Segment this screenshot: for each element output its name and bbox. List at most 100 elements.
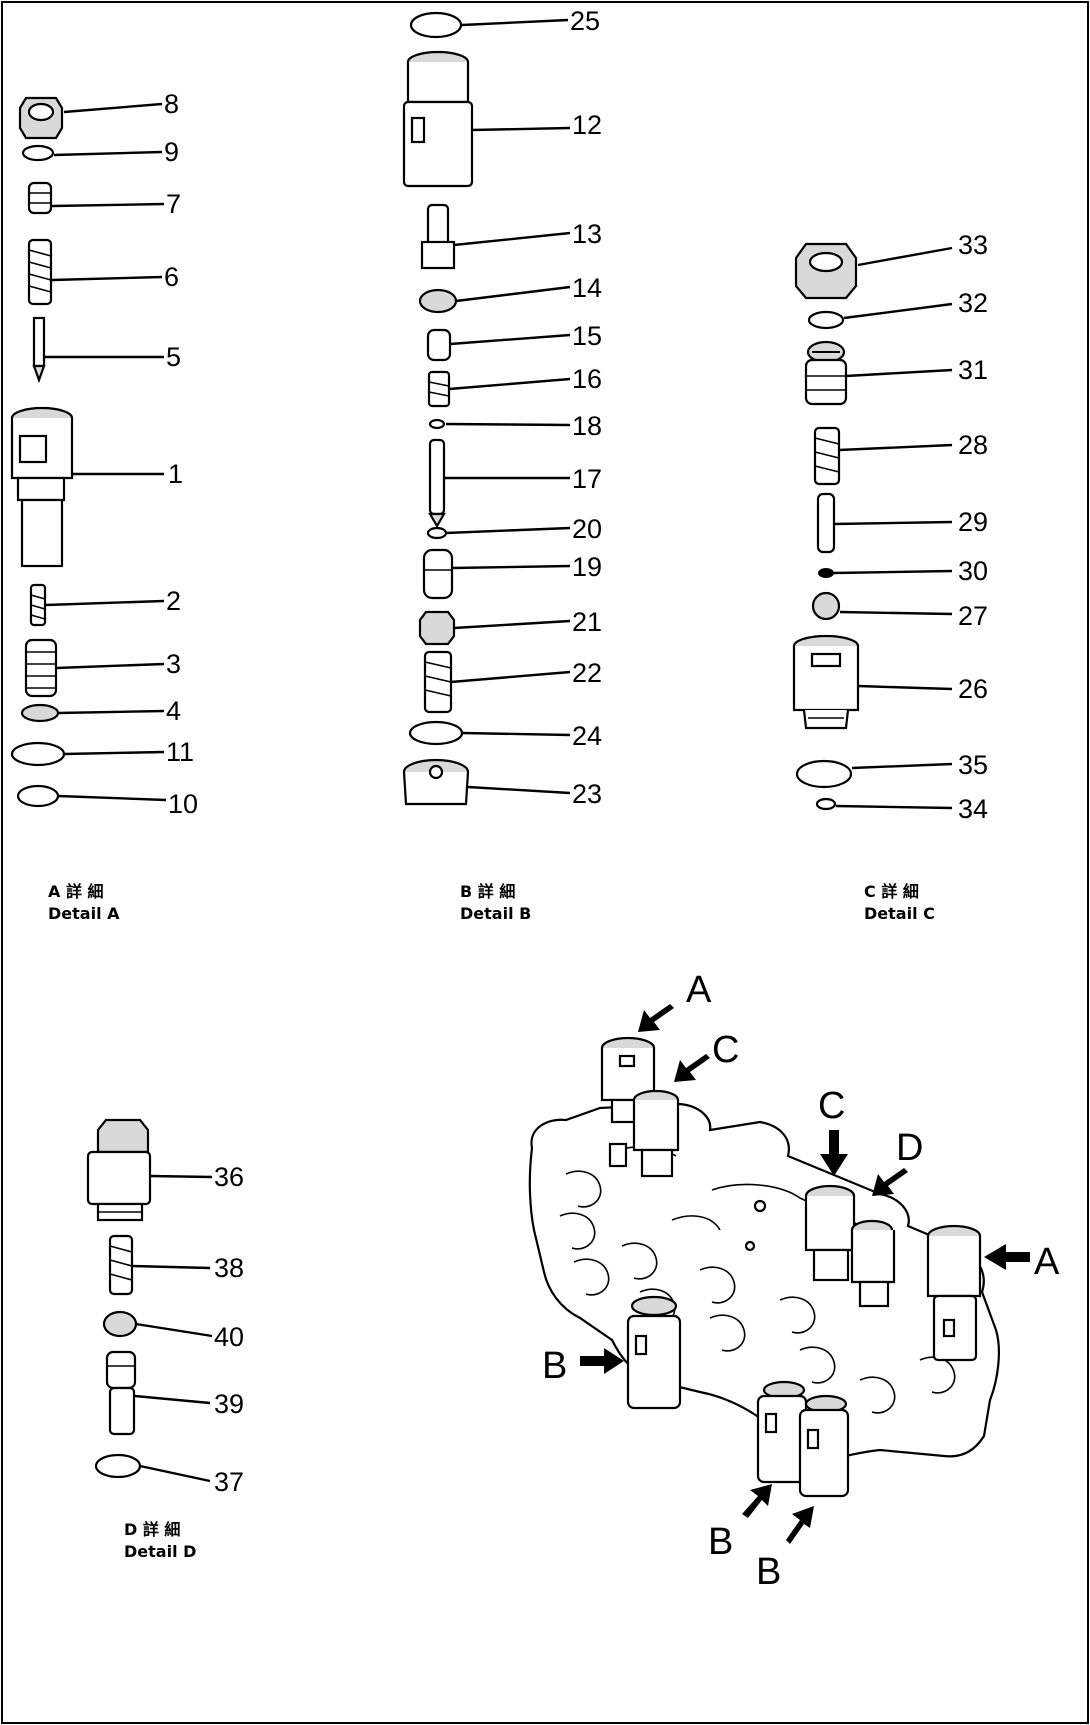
- marker-b-left: B: [542, 1345, 567, 1387]
- detail-c-caption-jp: C 詳 細: [864, 882, 919, 901]
- callout-37: 37: [214, 1467, 244, 1497]
- detail-c-caption: Detail C: [864, 904, 935, 923]
- callout-7: 7: [166, 189, 181, 219]
- callout-5: 5: [166, 342, 181, 372]
- arrow-b-left-icon: [580, 1348, 624, 1374]
- part-11-oring-icon: [10, 741, 66, 767]
- part-19-seat-icon: [422, 548, 454, 600]
- part-18-ring-icon: [428, 418, 446, 430]
- part-3-spool-icon: [24, 638, 58, 698]
- callout-16: 16: [572, 364, 602, 394]
- part-5-poppet-icon: [32, 316, 46, 384]
- part-7-plug-icon: [27, 181, 53, 215]
- marker-a-top: A: [686, 969, 712, 1011]
- part-8-nut-icon: [18, 96, 64, 140]
- arrow-b-bottom-1-icon: [742, 1484, 772, 1518]
- detail-a-caption: Detail A: [48, 904, 120, 923]
- valve-b-bottom-2-icon: [798, 1394, 850, 1498]
- part-27-seat-icon: [811, 591, 841, 621]
- callout-24: 24: [572, 721, 602, 751]
- callout-28: 28: [958, 430, 988, 460]
- arrow-d-mid-icon: [872, 1168, 908, 1196]
- callout-1: 1: [168, 459, 183, 489]
- part-14-ring-icon: [418, 288, 458, 314]
- callout-29: 29: [958, 507, 988, 537]
- callout-27: 27: [958, 601, 988, 631]
- part-37-oring-icon: [94, 1453, 142, 1479]
- part-32-ring-icon: [807, 310, 845, 330]
- callout-10: 10: [168, 789, 198, 819]
- part-24-oring-icon: [408, 720, 464, 746]
- callout-2: 2: [166, 586, 181, 616]
- arrow-b-bottom-2-icon: [786, 1506, 814, 1544]
- callout-13: 13: [572, 219, 602, 249]
- callout-3: 3: [166, 649, 181, 679]
- callout-9: 9: [164, 137, 179, 167]
- callout-11: 11: [166, 737, 194, 767]
- callout-17: 17: [572, 464, 602, 494]
- part-1-valve-body-icon: [10, 406, 74, 568]
- detail-d-leaders: [131, 1174, 213, 1483]
- arrow-a-top-icon: [638, 1004, 674, 1032]
- marker-d-mid: D: [896, 1127, 923, 1169]
- callout-39: 39: [214, 1389, 244, 1419]
- valve-d-icon: [850, 1219, 896, 1308]
- valve-b-bottom-1-icon: [756, 1380, 808, 1484]
- marker-c-mid: C: [818, 1085, 845, 1127]
- part-12-sleeve-icon: [402, 50, 474, 188]
- part-35-oring-icon: [795, 759, 853, 789]
- callout-26: 26: [958, 674, 988, 704]
- detail-c-leaders: [833, 246, 953, 810]
- part-16-spring-icon: [427, 370, 451, 408]
- part-30-ball-icon: [818, 568, 834, 578]
- callout-25: 25: [570, 6, 600, 36]
- valve-c-mid-icon: [804, 1184, 856, 1282]
- callout-36: 36: [214, 1162, 244, 1192]
- detail-b-leaders: [444, 18, 571, 795]
- marker-b-bottom-2: B: [756, 1551, 781, 1593]
- part-10-oring-icon: [16, 784, 60, 808]
- part-40-ring-icon: [102, 1310, 138, 1338]
- valve-a-right-icon: [926, 1224, 982, 1362]
- callout-21: 21: [572, 607, 602, 637]
- callout-6: 6: [164, 262, 179, 292]
- marker-c-top: C: [712, 1029, 739, 1071]
- detail-a-caption-jp: A 詳 細: [48, 882, 104, 901]
- callout-4: 4: [166, 696, 181, 726]
- casting-contours: [559, 1145, 973, 1414]
- callout-31: 31: [958, 355, 988, 385]
- assembly-arrows: [580, 1004, 1030, 1544]
- detail-d-caption: Detail D: [124, 1542, 196, 1561]
- callout-18: 18: [572, 411, 602, 441]
- part-26-valve-body-icon: [792, 634, 860, 730]
- part-31-plug-icon: [804, 340, 848, 406]
- callout-33: 33: [958, 230, 988, 260]
- part-23-plug-icon: [402, 758, 470, 806]
- part-2-spring-icon: [29, 583, 47, 627]
- part-21-nut-icon: [418, 610, 456, 646]
- detail-b-caption-jp: B 詳 細: [460, 882, 515, 901]
- part-6-spring-icon: [27, 238, 53, 306]
- callout-8: 8: [164, 89, 179, 119]
- callout-30: 30: [958, 556, 988, 586]
- part-39-seat-icon: [105, 1350, 137, 1436]
- part-13-piston-icon: [420, 203, 456, 270]
- callout-32: 32: [958, 288, 988, 318]
- part-22-spring-icon: [423, 650, 453, 714]
- control-valve-assembly: [528, 1004, 1030, 1544]
- detail-c-group: [792, 242, 953, 811]
- callout-40: 40: [214, 1322, 244, 1352]
- detail-d-caption-jp: D 詳 細: [124, 1520, 180, 1539]
- arrow-c-mid-icon: [820, 1130, 848, 1176]
- part-34-ring-icon: [815, 797, 837, 811]
- callout-23: 23: [572, 779, 602, 809]
- detail-a-group: [10, 96, 167, 808]
- callout-14: 14: [572, 273, 602, 303]
- part-4-ring-icon: [20, 703, 60, 723]
- callout-35: 35: [958, 750, 988, 780]
- arrow-a-right-icon: [984, 1244, 1030, 1270]
- marker-b-bottom-1: B: [708, 1521, 733, 1563]
- part-36-plug-icon: [86, 1118, 152, 1222]
